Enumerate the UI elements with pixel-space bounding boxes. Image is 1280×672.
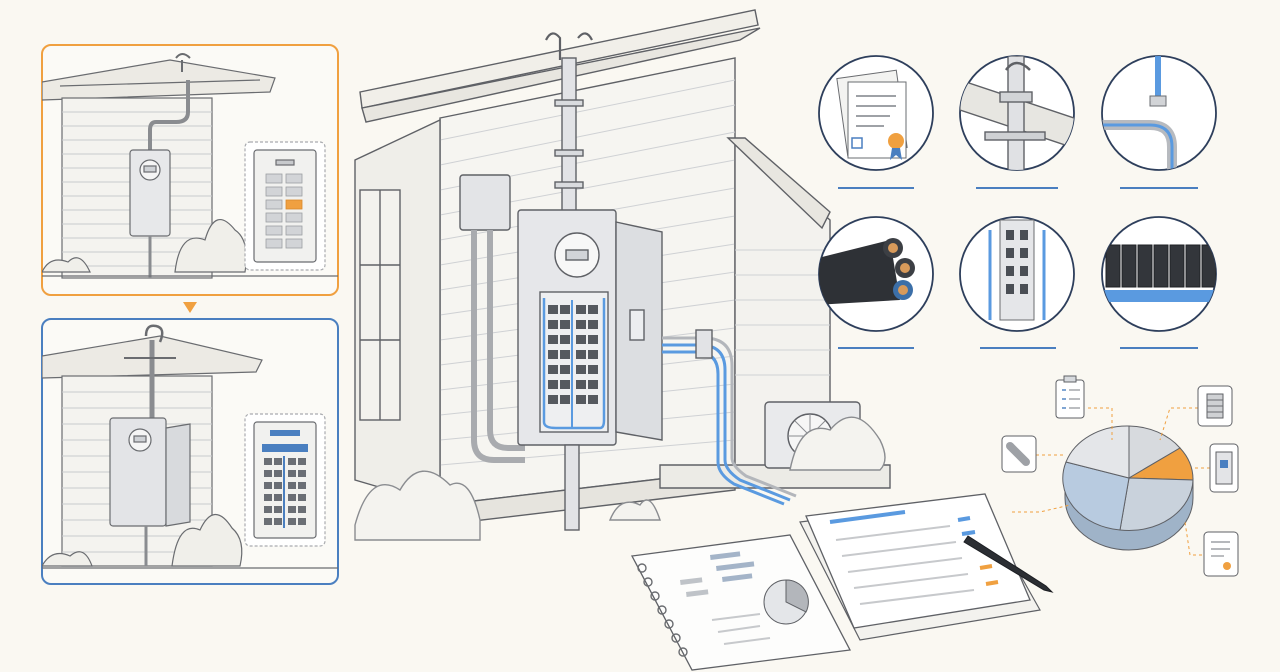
wire-spool-icon bbox=[1197, 385, 1233, 427]
planning-documents bbox=[630, 493, 1054, 671]
before-upgrade-panel bbox=[41, 44, 339, 296]
after-upgrade-panel bbox=[41, 318, 339, 585]
pie-slice-gray bbox=[1128, 425, 1181, 479]
cost-breakdown-pie bbox=[1001, 375, 1239, 577]
service-cable-icon bbox=[818, 216, 934, 349]
down-arrow-icon bbox=[183, 302, 197, 313]
permit-documents-icon bbox=[818, 55, 934, 189]
breaker-row-icon bbox=[1101, 216, 1217, 349]
main-house-scene bbox=[354, 9, 891, 541]
bus-bar-icon bbox=[959, 216, 1075, 349]
detail-callouts bbox=[818, 55, 1217, 349]
pen-icon bbox=[963, 535, 1054, 593]
checklist-icon bbox=[1055, 375, 1085, 419]
breaker-icon bbox=[1209, 443, 1239, 493]
certificate-icon bbox=[1203, 531, 1239, 577]
pie-slice-blue bbox=[1062, 461, 1130, 531]
pie-slice-blue-light bbox=[1119, 477, 1194, 531]
conduit-bend-icon bbox=[1101, 55, 1217, 189]
pie-slice-gray-2 bbox=[1065, 425, 1130, 479]
connector-icon bbox=[1001, 435, 1037, 473]
weatherhead-mast-icon bbox=[959, 55, 1075, 189]
